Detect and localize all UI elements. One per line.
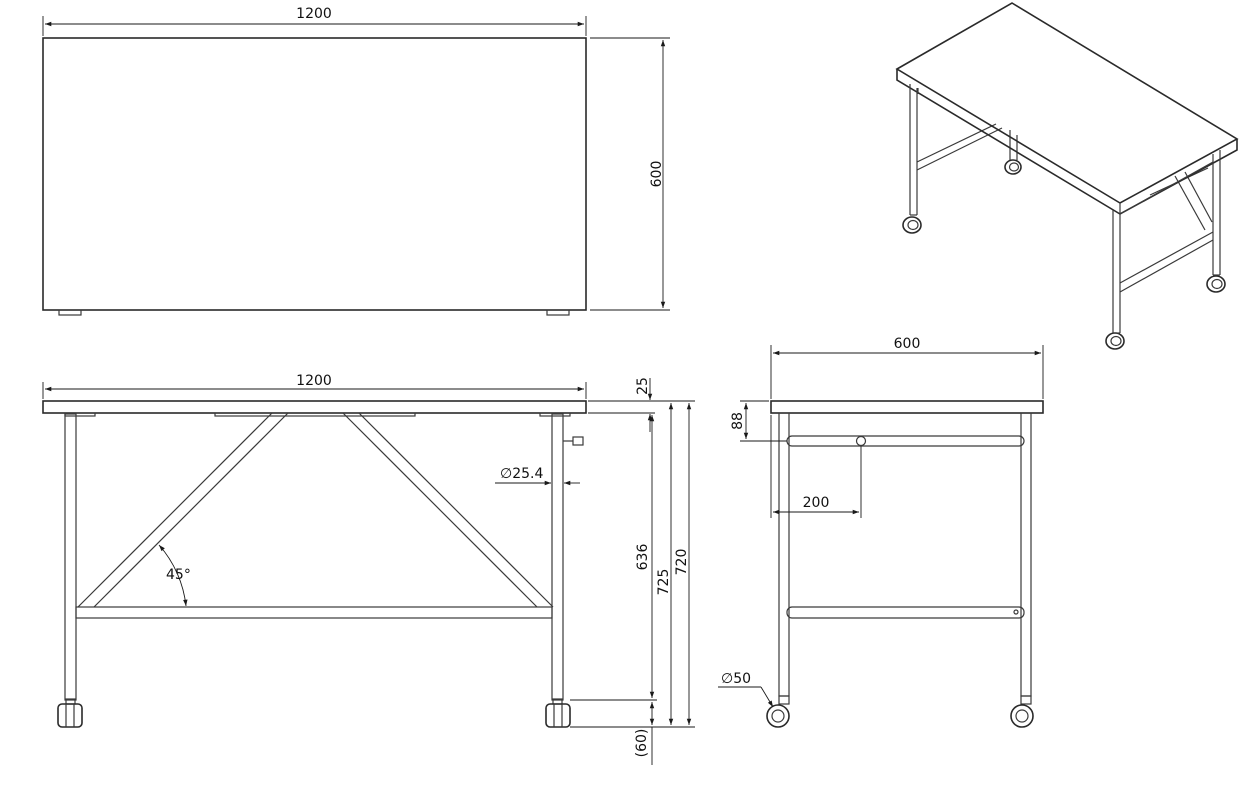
height-dimensions: 636 725 720 (60)	[570, 400, 695, 765]
side-leg-left	[778, 412, 790, 697]
overall-height-b-label: 720	[674, 549, 690, 576]
hole-distance-label: 200	[803, 495, 830, 511]
top-thickness-label: 25	[635, 377, 651, 395]
front-stretcher	[75, 606, 553, 619]
overall-height-a-label: 725	[656, 569, 672, 596]
top-view: 1200 600	[42, 6, 670, 316]
side-table-top	[770, 400, 1044, 414]
side-leg-right	[1020, 412, 1032, 697]
front-view: 1200 25 ∅25.4 45° 636	[42, 373, 695, 765]
front-caster-left	[57, 698, 83, 728]
tube-diameter-dimension: ∅25.4	[495, 466, 580, 486]
side-view: 600 88 200 ∅50	[718, 336, 1044, 728]
table-top-outline	[42, 37, 587, 311]
iso-caster-front-left	[902, 214, 922, 234]
isometric-view	[895, 2, 1239, 350]
diagonal-braces	[77, 412, 554, 608]
front-width-label: 1200	[296, 373, 332, 389]
hole-distance-dimension: 200	[770, 415, 862, 518]
top-depth-label: 600	[649, 161, 665, 188]
side-caster-right	[1010, 695, 1034, 728]
iso-caster-back-left	[1004, 159, 1022, 175]
caster-height-label: (60)	[634, 729, 650, 758]
top-width-label: 1200	[296, 6, 332, 22]
front-width-dimension: 1200	[42, 373, 587, 399]
caster-diameter-label: ∅50	[721, 671, 751, 687]
side-width-dimension: 600	[770, 336, 1044, 399]
front-leg-left	[64, 413, 77, 701]
iso-caster-front-right	[1105, 332, 1125, 350]
side-caster-left	[766, 695, 790, 728]
brace-angle-label: 45°	[166, 567, 191, 583]
upper-crossbar	[786, 435, 1025, 447]
iso-leg-back-right	[1212, 150, 1221, 275]
front-caster-right	[545, 698, 571, 728]
crossbar-hole	[855, 435, 867, 447]
brace-angle-dimension: 45°	[158, 544, 191, 607]
top-thickness-dimension: 25	[588, 377, 655, 432]
leg-pin	[572, 436, 584, 446]
caster-mark-right	[546, 309, 570, 316]
iso-back-frame	[916, 123, 1213, 231]
iso-caster-back-right	[1206, 274, 1226, 293]
iso-table-top	[895, 2, 1239, 215]
front-leg-right	[551, 413, 564, 701]
caster-diameter-dimension: ∅50	[718, 671, 774, 708]
side-width-label: 600	[894, 336, 921, 352]
top-depth-dimension: 600	[590, 37, 670, 311]
iso-leg-front-left	[909, 84, 919, 215]
crossbar-offset-dimension: 88	[730, 400, 787, 442]
brace-height-label: 636	[635, 544, 651, 571]
iso-front-rails	[1119, 161, 1214, 293]
crossbar-offset-label: 88	[730, 412, 746, 430]
iso-leg-front-right	[1112, 210, 1121, 333]
lower-crossbar	[786, 606, 1025, 619]
tube-diameter-label: ∅25.4	[500, 466, 543, 482]
top-width-dimension: 1200	[42, 6, 587, 36]
caster-mark-left	[58, 309, 82, 316]
front-table-top	[42, 400, 587, 414]
